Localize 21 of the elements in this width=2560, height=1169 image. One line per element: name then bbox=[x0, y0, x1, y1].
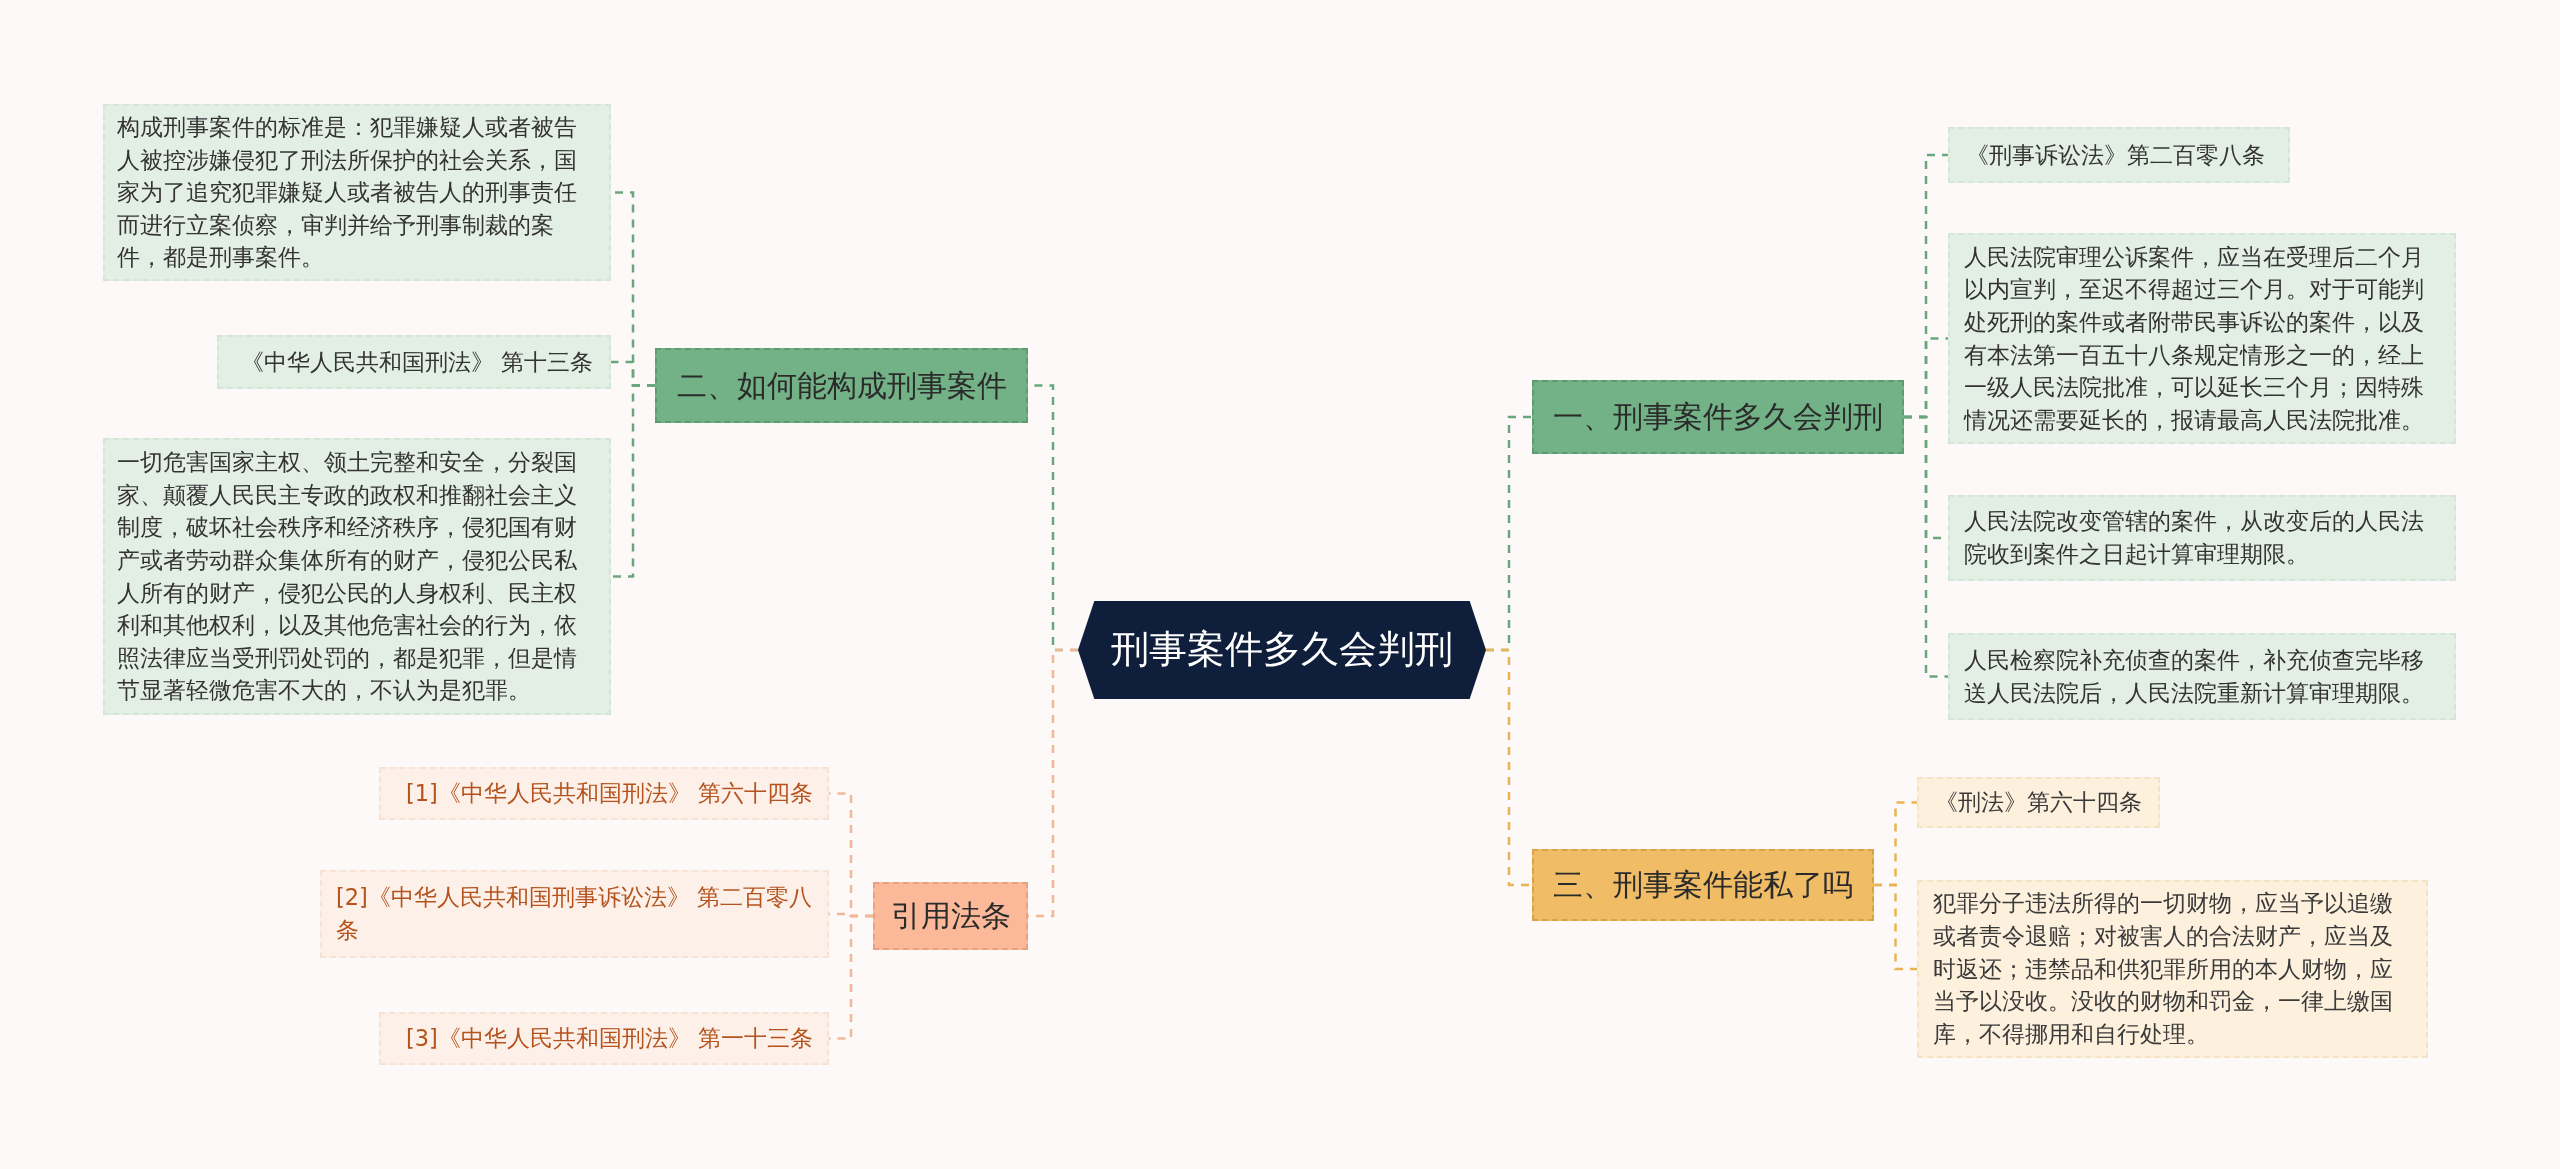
connector-line bbox=[611, 384, 655, 578]
branch-topic: 引用法条 bbox=[873, 882, 1028, 950]
note-box: 人民法院改变管辖的案件，从改变后的人民法院收到案件之日起计算审理期限。 bbox=[1948, 495, 2456, 581]
note-box: 构成刑事案件的标准是：犯罪嫌疑人或者被告人被控涉嫌侵犯了刑法所保护的社会关系，国家为了追究犯罪嫌疑人或者被告人的刑事责任而进行立案侦察，审判并给予刑事制裁的案件，都是刑事案件。 bbox=[103, 104, 611, 281]
note-box: 《中华人民共和国刑法》 第十三条 bbox=[217, 335, 611, 389]
branch-topic: 三、刑事案件能私了吗 bbox=[1532, 849, 1874, 921]
note-box: [2]《中华人民共和国刑事诉讼法》 第二百零八条 bbox=[320, 870, 829, 958]
note-box: 犯罪分子违法所得的一切财物，应当予以追缴或者责令退赔；对被害人的合法财产，应当及时返还；违禁品和供犯罪所用的本人财物，应当予以没收。没收的财物和罚金，一律上缴国库，不得挪用和自行处理。 bbox=[1917, 880, 2428, 1058]
connector-line bbox=[1874, 883, 1917, 971]
connector-line bbox=[1486, 648, 1532, 887]
connector-line bbox=[1904, 415, 1948, 678]
note-box: [1]《中华人民共和国刑法》 第六十四条 bbox=[379, 767, 829, 820]
branch-topic: 一、刑事案件多久会判刑 bbox=[1532, 380, 1904, 454]
note-box: 人民法院审理公诉案件，应当在受理后二个月以内宣判，至迟不得超过三个月。对于可能判处死刑的案件或者附带民事诉讼的案件，以及有本法第一百五十八条规定情形之一的，经上一级人民法院批准，可以延长三个月；因特殊情况还需要延长的，报请最高人民法院批准。 bbox=[1948, 233, 2456, 444]
note-box: [3]《中华人民共和国刑法》 第一十三条 bbox=[379, 1012, 829, 1065]
note-box: 《刑事诉讼法》第二百零八条 bbox=[1948, 127, 2290, 183]
topic-text: 刑事案件多久会判刑 bbox=[1111, 626, 1453, 674]
note-box: 《刑法》第六十四条 bbox=[1917, 777, 2160, 828]
note-box: 人民检察院补充侦查的案件，补充侦查完毕移送人民法院后，人民法院重新计算审理期限。 bbox=[1948, 633, 2456, 720]
note-box: 一切危害国家主权、领土完整和安全，分裂国家、颠覆人民民主专政的政权和推翻社会主义制度，破坏社会秩序和经济秩序，侵犯国有财产或者劳动群众集体所有的财产，侵犯公民私人所有的财产，侵犯公民的人身权利、民主权利和其他权利，以及其他危害社会的行为，依照法律应当受刑罚处罚的，都是犯罪，但是情节显著轻微危害不大的，不认为是犯罪。 bbox=[103, 438, 611, 715]
branch-topic: 二、如何能构成刑事案件 bbox=[655, 348, 1028, 423]
